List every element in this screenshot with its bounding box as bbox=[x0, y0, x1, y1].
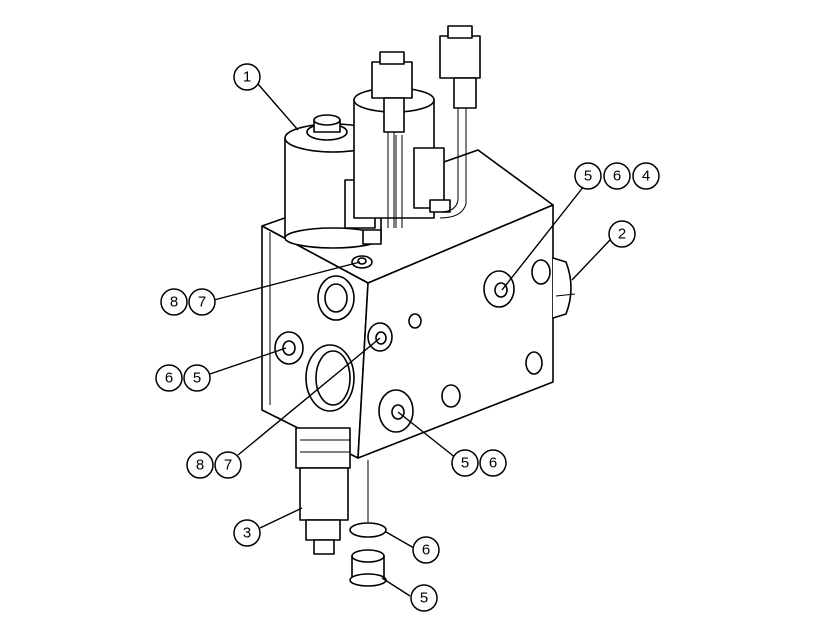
callout-label: 5 bbox=[420, 590, 428, 607]
leader-lines bbox=[209, 83, 611, 597]
callout-label: 1 bbox=[243, 69, 251, 86]
callout-group-8-7-bottom: 8 7 bbox=[186, 451, 242, 479]
callout-label: 6 bbox=[165, 370, 173, 387]
callout-2: 2 bbox=[608, 220, 636, 248]
callout-label: 5 bbox=[193, 370, 201, 387]
top-nut-hole bbox=[357, 257, 367, 265]
callout-label: 5 bbox=[461, 455, 469, 472]
o-ring bbox=[349, 522, 387, 538]
callout-label: 3 bbox=[243, 525, 251, 542]
callout-label: 6 bbox=[489, 455, 497, 472]
callout-label: 8 bbox=[196, 457, 204, 474]
callout-label: 8 bbox=[170, 294, 178, 311]
connector-rear bbox=[439, 25, 481, 219]
side-plug bbox=[552, 257, 576, 319]
connector-front bbox=[371, 51, 413, 228]
callout-1: 1 bbox=[233, 63, 261, 91]
callout-label: 6 bbox=[422, 542, 430, 559]
callout-label: 2 bbox=[618, 226, 626, 243]
callout-label: 5 bbox=[584, 168, 592, 185]
callout-group-6-5-left: 6 5 bbox=[155, 364, 211, 392]
callout-label: 7 bbox=[224, 457, 232, 474]
bottom-plug bbox=[349, 549, 387, 587]
callout-6-bottom: 6 bbox=[412, 536, 440, 564]
callout-label: 6 bbox=[613, 168, 621, 185]
front-ports bbox=[274, 275, 393, 412]
callout-group-5-6-4: 5 6 4 bbox=[574, 162, 660, 190]
callout-3: 3 bbox=[233, 519, 261, 547]
callout-label: 7 bbox=[198, 294, 206, 311]
cartridge-valve bbox=[295, 427, 351, 555]
callout-label: 4 bbox=[642, 168, 650, 185]
callout-group-8-7-top: 8 7 bbox=[160, 288, 216, 316]
side-ports bbox=[378, 259, 551, 433]
callout-group-5-6-right: 5 6 bbox=[451, 449, 507, 477]
callout-5-bottom: 5 bbox=[410, 584, 438, 612]
